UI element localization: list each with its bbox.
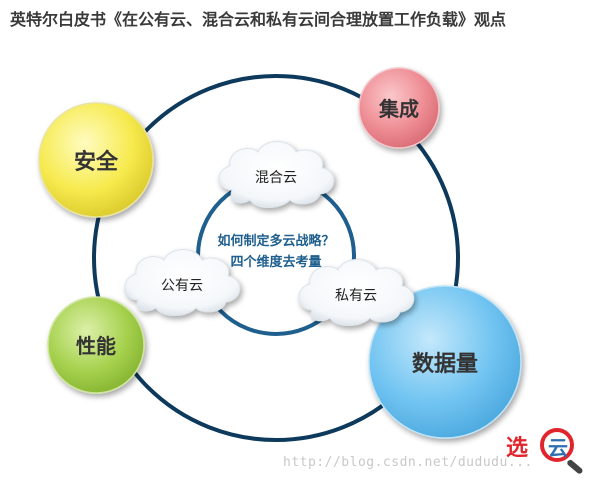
public-cloud-label: 公有云 [161, 278, 203, 294]
private-cloud-shape [298, 259, 415, 326]
watermark: http://blog.csdn.net/dududu... [283, 455, 533, 470]
brand-char-1: 选 [506, 436, 529, 461]
hybrid-cloud-label: 混合云 [255, 170, 297, 186]
performance-bubble [47, 296, 145, 394]
magnifier-icon [540, 428, 574, 462]
performance-label: 性能 [76, 334, 116, 358]
magnifier-handle [566, 458, 584, 475]
center-subtitle: 四个维度去考量 [230, 254, 321, 270]
integration-bubble [358, 67, 440, 149]
page-title: 英特尔白皮书《在公有云、混合云和私有云间合理放置工作负载》观点 [10, 10, 507, 29]
security-bubble [38, 102, 154, 218]
security-label: 安全 [74, 149, 119, 175]
data-volume-bubble [368, 285, 522, 439]
private-cloud-label: 私有云 [335, 288, 377, 304]
integration-label: 集成 [378, 97, 419, 121]
brand-logo: 选 云 [506, 428, 596, 478]
brand-char-2: 云 [548, 436, 568, 460]
hybrid-cloud-shape [218, 141, 335, 208]
outer-ring [92, 74, 460, 442]
data-volume-label: 数据量 [412, 351, 478, 377]
center-question: 如何制定多云战略？ [217, 233, 334, 249]
public-cloud-shape [124, 249, 241, 316]
